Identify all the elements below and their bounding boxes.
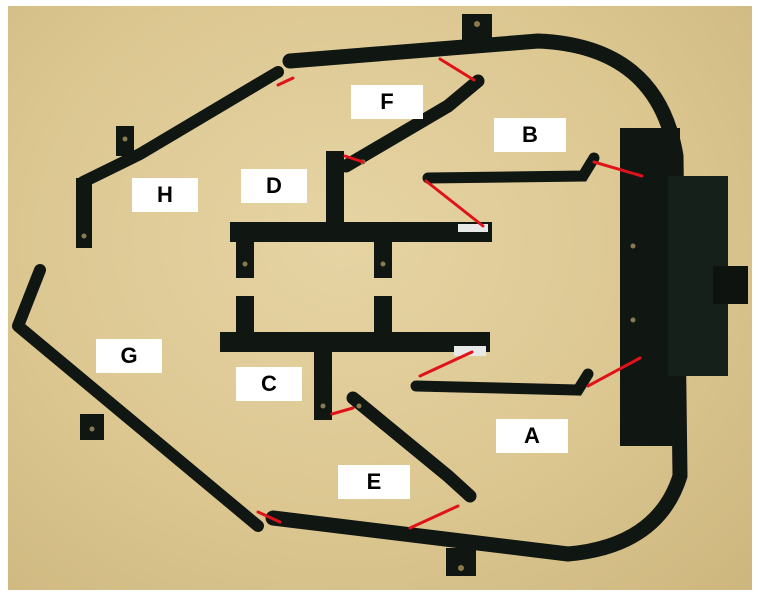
marker-b-plate xyxy=(592,160,644,178)
marker-e-main xyxy=(408,504,460,530)
marker-f-main xyxy=(438,57,476,82)
part-label-b: B xyxy=(494,118,566,152)
part-b-bar xyxy=(422,152,600,184)
marker-g-main xyxy=(256,510,282,524)
part-g-bar xyxy=(12,264,264,532)
part-label-h: H xyxy=(132,178,198,212)
part-label-f: F xyxy=(351,85,423,119)
marker-a-plate xyxy=(586,356,642,388)
part-label-d: D xyxy=(241,169,307,203)
marker-c-a xyxy=(418,350,474,378)
part-d-crossbar xyxy=(230,222,492,242)
part-f-bar xyxy=(339,74,485,173)
part-label-g: G xyxy=(96,339,162,373)
marker-h-main xyxy=(276,76,295,87)
main-frame-bottom-tab xyxy=(446,548,476,576)
main-frame-top-tab xyxy=(462,14,492,44)
part-c-crossbar xyxy=(220,332,490,352)
connection-markers xyxy=(256,57,644,530)
bracket-parts-drawing xyxy=(12,14,748,576)
main-frame-bar xyxy=(265,33,688,562)
marker-d-f xyxy=(343,154,365,164)
part-a-bar xyxy=(410,368,594,396)
part-label-a: A xyxy=(496,419,568,453)
marker-b-d xyxy=(424,179,485,228)
part-label-c: C xyxy=(236,367,302,401)
part-h-bar xyxy=(77,66,284,188)
part-label-e: E xyxy=(338,465,410,499)
part-e-bar xyxy=(346,391,477,503)
marker-c-e xyxy=(330,406,355,416)
